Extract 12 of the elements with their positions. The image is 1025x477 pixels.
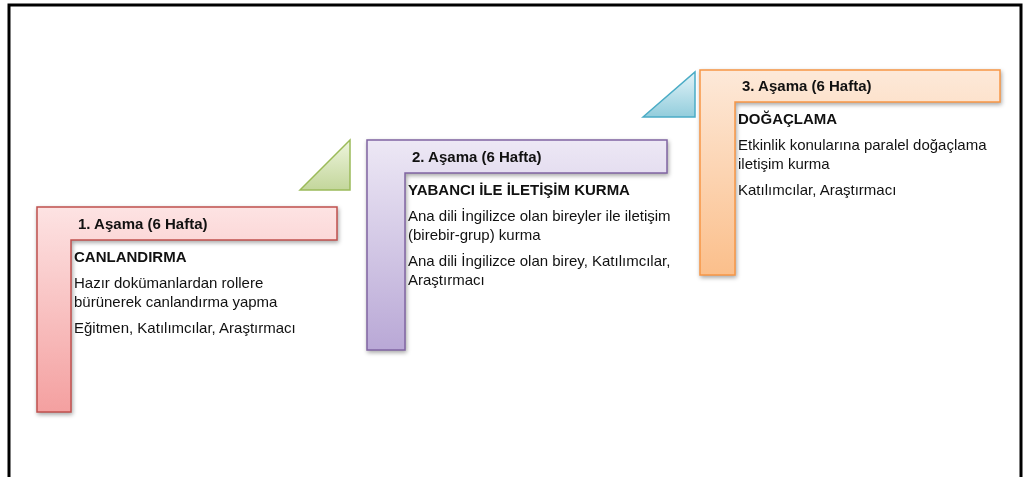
stage-title: DOĞAÇLAMA — [738, 109, 839, 128]
participants-text: Katılımcılar, Araştırmacı — [738, 180, 898, 199]
stage-heading: 3. Aşama (6 Hafta) — [742, 76, 872, 95]
participants-text: Eğitmen, Katılımcılar, Araştırmacı — [74, 318, 297, 337]
activity-description: Etkinlik konularına paralel doğaçlama iletişim kurma — [738, 135, 988, 173]
participants-text: Ana dili İngilizce olan birey, Katılımcılar, Araştırmacı — [408, 251, 672, 289]
activity-description: Hazır dokümanlardan rollere bürünerek canlandırma yapma — [74, 273, 279, 311]
stage-heading: 1. Aşama (6 Hafta) — [78, 213, 208, 233]
activity-description: Ana dili İngilizce olan bireyler ile iletişim (birebir-grup) kurma — [408, 206, 672, 244]
stage-title: CANLANDIRMA — [74, 247, 188, 266]
stage-heading: 2. Aşama (6 Hafta) — [412, 146, 542, 166]
stage-title: YABANCI İLE İLETİŞİM KURMA — [408, 180, 631, 199]
